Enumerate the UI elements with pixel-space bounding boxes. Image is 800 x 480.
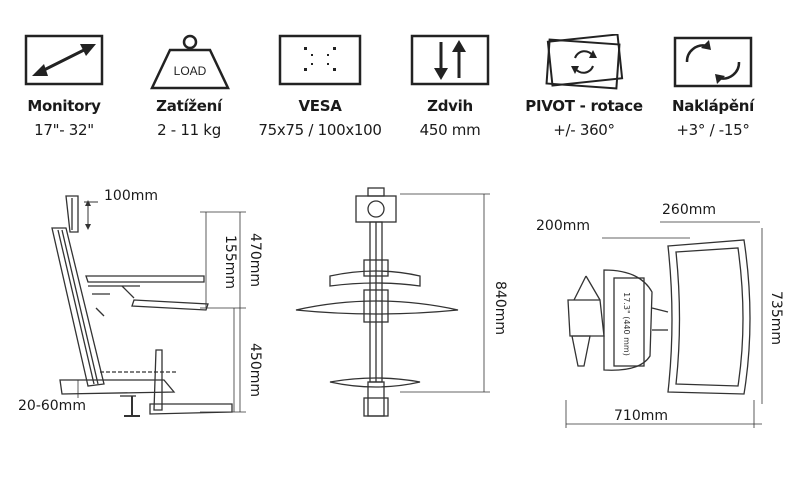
vesa-plate-icon [278,34,362,91]
spec-value-vesa: 75x75 / 100x100 [258,121,382,139]
dim-260mm: 260mm [662,202,716,218]
dim-200mm: 200mm [536,218,590,234]
spec-title-zdvih: Zdvih [427,97,473,115]
spec-value-pivot: +/- 360° [553,121,615,139]
load-label: LOAD [174,64,207,78]
spec-title-vesa: VESA [298,97,342,115]
spec-value-monitory: 17"- 32" [34,121,94,139]
dim-840mm: 840mm [492,281,508,335]
diagonal-arrow-icon [24,34,104,91]
side-view [51,195,246,417]
front-view [295,187,490,417]
dim-100mm: 100mm [104,188,158,204]
spec-title-naklapeni: Naklápění [672,97,754,115]
spec-title-monitory: Monitory [27,97,101,115]
vertical-arrows-icon [410,34,490,91]
spec-title-pivot: PIVOT - rotace [525,97,643,115]
dim-155mm: 155mm [222,235,238,289]
dim-710mm: 710mm [614,408,668,424]
top-view [565,221,763,428]
dim-470mm: 470mm [247,233,263,287]
spec-value-naklapeni: +3° / -15° [676,121,750,139]
laptop-size-label: 17.3" (440 mm) [622,292,631,356]
dim-20-60mm: 20-60mm [18,398,86,414]
spec-value-zatizeni: 2 - 11 kg [157,121,221,139]
rotate-icon [542,33,626,95]
tilt-icon [673,34,753,95]
spec-value-zdvih: 450 mm [419,121,481,139]
dim-735mm: 735mm [768,291,784,345]
dim-450mm: 450mm [247,343,263,397]
load-weight-icon: LOAD [148,34,232,95]
spec-title-zatizeni: Zatížení [156,97,222,115]
